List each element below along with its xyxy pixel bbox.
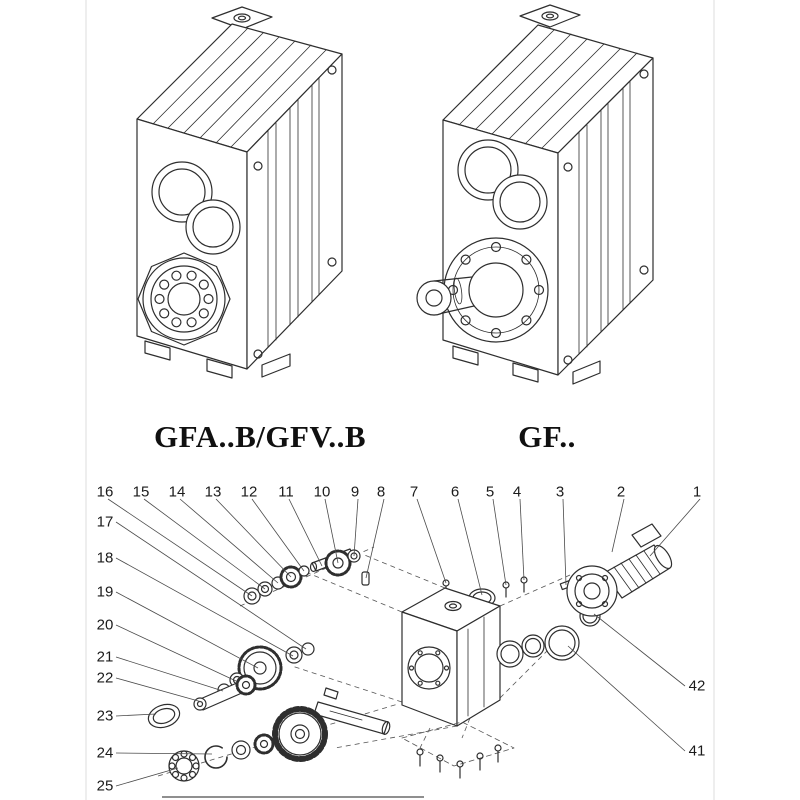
top-cooling-ribs	[458, 29, 638, 149]
bolt-icon	[436, 754, 444, 773]
leader-line-1	[649, 498, 701, 557]
callout-21: 21	[97, 649, 114, 666]
callout-22: 22	[97, 670, 114, 687]
leader-line-2	[611, 498, 625, 553]
callout-6: 6	[451, 484, 459, 501]
callout-18: 18	[97, 550, 114, 567]
side-bolt-bosses	[253, 65, 337, 359]
leader-line-22	[115, 677, 203, 703]
model-label-gf: GF..	[518, 419, 576, 454]
leader-line-20	[115, 624, 237, 682]
gearbox-drawing-gf	[416, 4, 654, 385]
leader-line-7	[416, 498, 447, 584]
housing-side-face	[557, 57, 654, 376]
callout-11: 11	[278, 484, 294, 501]
leader-line-3	[562, 498, 567, 586]
callout-16: 16	[97, 484, 114, 501]
callout-8: 8	[377, 484, 385, 501]
mounting-feet	[452, 345, 601, 385]
model-label-gfab-gfvb: GFA..B/GFV..B	[154, 419, 366, 454]
callout-17: 17	[97, 514, 114, 531]
leader-line-19	[115, 591, 259, 669]
callout-7: 7	[410, 484, 418, 501]
leader-line-14	[179, 498, 279, 584]
part-bearing-row	[168, 733, 275, 782]
top-cooling-ribs	[152, 27, 327, 148]
leader-line-16	[107, 498, 253, 597]
leader-line-18	[115, 557, 294, 657]
side-ribs	[267, 77, 320, 348]
callout-13: 13	[205, 484, 222, 501]
leader-line-25	[115, 767, 179, 787]
bolt-icon	[494, 744, 502, 763]
callout-15: 15	[133, 484, 150, 501]
callout-42: 42	[689, 678, 706, 695]
gearbox-drawing-gfab-gfvb	[136, 6, 343, 379]
leader-line-8	[365, 498, 385, 579]
side-bolt-bosses	[563, 69, 649, 365]
hollow-shaft-bearing	[137, 252, 231, 346]
part-pinion-shaft	[193, 674, 257, 711]
callout-23: 23	[97, 708, 114, 725]
leader-line-12	[251, 498, 305, 572]
leader-line-13	[215, 498, 292, 578]
callout-19: 19	[97, 584, 114, 601]
housing-side-face	[246, 53, 343, 370]
part-main-gear-shaft	[272, 687, 391, 762]
leader-line-41	[567, 645, 686, 752]
callout-14: 14	[169, 484, 186, 501]
callout-2: 2	[617, 484, 625, 501]
leader-line-10	[324, 498, 339, 564]
leader-line-6	[457, 498, 483, 596]
gear-bores	[151, 161, 241, 255]
leader-line-11	[288, 498, 323, 567]
leader-line-5	[492, 498, 507, 586]
exploded-view-diagram	[147, 523, 673, 798]
output-shaft	[416, 276, 475, 316]
callout-12: 12	[241, 484, 258, 501]
callout-4: 4	[513, 484, 521, 501]
callout-25: 25	[97, 778, 114, 795]
gear-bores	[457, 139, 548, 230]
callout-5: 5	[486, 484, 494, 501]
leader-line-42	[593, 613, 686, 687]
callout-1: 1	[693, 484, 701, 501]
leader-line-4	[519, 498, 525, 581]
callout-41: 41	[689, 743, 706, 760]
leader-line-23	[115, 713, 157, 717]
bolt-icon	[456, 760, 464, 779]
callout-24: 24	[97, 745, 114, 762]
side-ribs	[578, 80, 631, 355]
mounting-feet	[144, 340, 291, 379]
lifting-lug	[211, 6, 273, 30]
callout-9: 9	[351, 484, 359, 501]
leader-line-21	[115, 656, 224, 692]
output-flange	[443, 237, 549, 343]
leader-line-15	[143, 498, 266, 590]
lifting-lug	[519, 4, 581, 28]
callout-20: 20	[97, 617, 114, 634]
part-oval-cover	[147, 703, 181, 729]
part-housing	[401, 587, 501, 727]
callout-10: 10	[314, 484, 331, 501]
bolt-icon	[416, 748, 424, 767]
leader-line-24	[115, 752, 213, 755]
part-motor-assembly	[566, 523, 673, 617]
part-gasket-and-bolts	[401, 721, 515, 779]
callout-3: 3	[556, 484, 564, 501]
leader-line-17	[115, 521, 307, 650]
leader-line-9	[353, 498, 359, 557]
bolt-icon	[476, 752, 484, 771]
